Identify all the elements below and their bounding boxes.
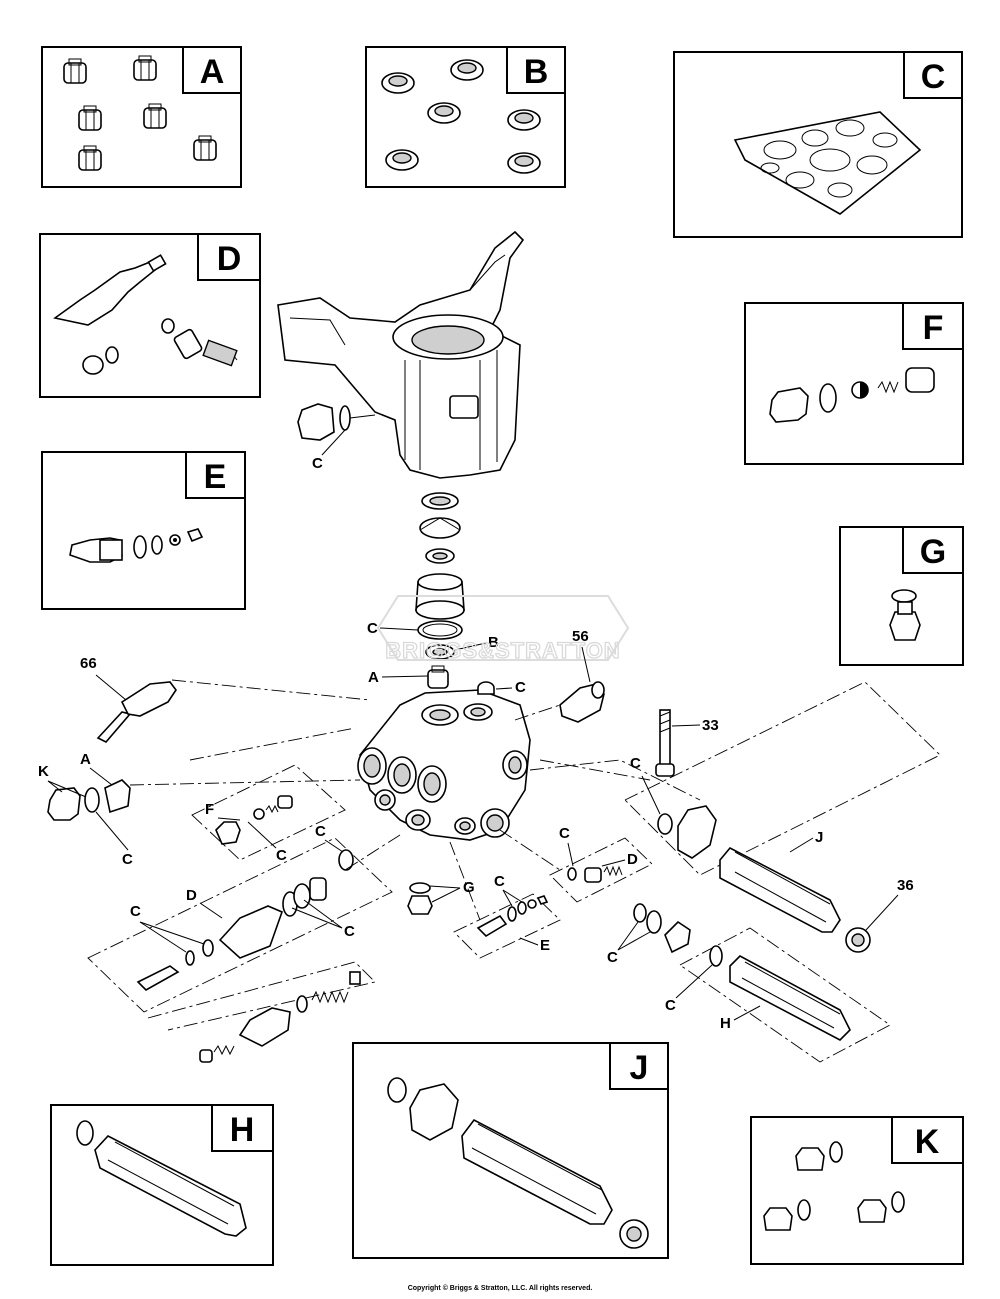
pump-manifold [357,689,531,841]
callout-33: 33 [702,717,719,734]
callout-k-left: K [38,763,49,780]
hose-h-group [679,927,891,1063]
outlet-elbow-56 [559,681,605,723]
callout-c-e: C [494,873,505,890]
kit-box-h: H [50,1104,274,1266]
kit-c-letter: C [921,58,946,96]
check-ball [477,681,495,695]
kit-a-letter: A [200,53,225,91]
kit-box-c: C [673,51,963,238]
callout-c-f: C [276,847,287,864]
housing-plug [297,403,376,441]
callout-c-rings-right: C [607,949,618,966]
plug-g [407,882,433,915]
callout-g-plug: G [463,879,475,896]
hose-j-icon [387,1077,649,1249]
unloader-d-group [87,837,393,1013]
thermal-relief-66 [96,681,177,743]
pump-housing [277,230,525,479]
kit-j-letter: J [630,1049,649,1087]
seal-stack [415,492,465,660]
hose-j-group [624,681,941,953]
check-valve-icon [69,528,204,563]
watermark-text: BRIGGS&STRATTON [385,638,620,663]
callout-d-left: D [186,887,197,904]
kit-box-e: E [41,451,246,610]
kit-box-a: A [41,46,242,188]
plug-k-left [47,779,131,821]
unloader-spring-parts [147,961,376,1063]
check-valve-e-group [453,893,561,959]
kit-e-letter: E [204,458,227,496]
callout-h-kit: H [720,1015,731,1032]
kit-box-d: D [39,233,261,398]
hose-h-icon [76,1120,247,1237]
kit-box-j: J [352,1042,669,1259]
callout-j-kit: J [815,829,823,846]
kit-b-letter: B [524,53,549,91]
kit-box-b: B [365,46,566,188]
unloader-valve-icon [53,254,238,375]
plug-k-icon [763,1141,905,1231]
callout-c-d-mid: C [344,923,355,940]
relief-valve-f-group [191,764,346,861]
callout-c-left: C [122,851,133,868]
callout-c-housing: C [312,455,323,472]
callout-a-valve: A [368,669,379,686]
callout-e-kit: E [540,937,550,954]
kit-box-g: G [839,526,964,666]
callout-66: 66 [80,655,97,672]
kit-f-letter: F [923,309,944,347]
valve-cap-icon [427,665,449,689]
callout-f-kit: F [205,801,214,818]
callout-c-ring: C [367,620,378,637]
kit-g-letter: G [920,533,946,571]
callout-d-right: D [627,851,638,868]
o-ring-bag-icon [733,111,922,215]
copyright-notice: Copyright © Briggs & Stratton, LLC. All … [407,1285,593,1292]
callout-c-j-top: C [630,755,641,772]
bolt-33 [655,709,675,777]
alignment-lines [129,679,701,921]
callout-36: 36 [897,877,914,894]
valve-cap-icon [63,55,217,171]
seal-ring-icon [381,59,541,174]
callout-c-d-left: C [130,903,141,920]
callout-c-d-right: C [559,825,570,842]
o-rings-right [633,903,691,954]
kit-k-letter: K [915,1123,940,1161]
callout-c-d-top: C [315,823,326,840]
kit-h-letter: H [230,1111,255,1149]
callout-c-ball: C [515,679,526,696]
unloader-d-right-group [549,837,653,903]
callout-b-seal: B [488,634,499,651]
callout-c-h: C [665,997,676,1014]
kit-box-f: F [744,302,964,465]
kit-box-k: K [750,1116,964,1265]
plug-icon [889,589,921,641]
callout-56: 56 [572,628,589,645]
briggs-watermark: BRIGGS&STRATTON [376,595,630,664]
callout-a-left: A [80,751,91,768]
relief-valve-icon [769,367,935,423]
kit-d-letter: D [217,240,242,278]
